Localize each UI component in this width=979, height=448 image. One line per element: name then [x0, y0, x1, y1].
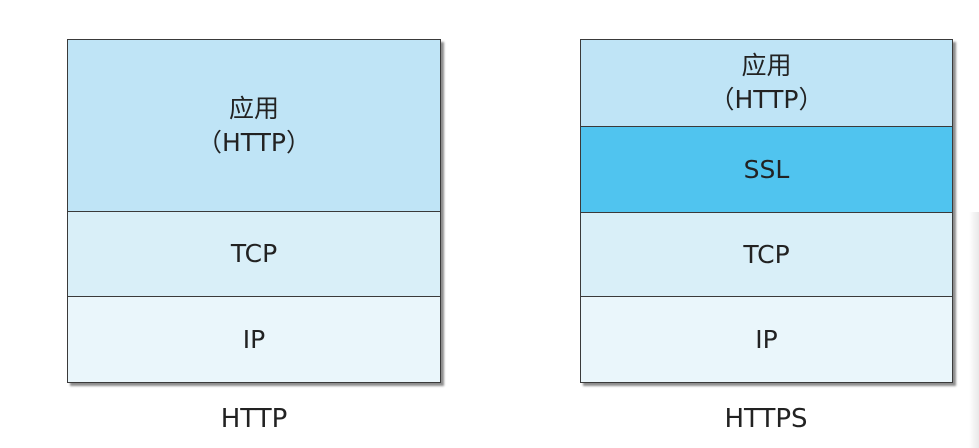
http-tcp-layer: TCP: [68, 211, 440, 296]
http-application-layer: 应用 （HTTP）: [68, 40, 440, 211]
http-application-layer-protocol: （HTTP）: [197, 127, 311, 157]
https-protocol-stack: 应用 （HTTP） SSL TCP IP: [580, 39, 953, 383]
http-protocol-stack: 应用 （HTTP） TCP IP: [67, 39, 441, 383]
page-edge-shadow: [969, 212, 979, 448]
http-stack-caption: HTTP: [220, 404, 288, 434]
http-ip-layer: IP: [68, 296, 440, 382]
https-tcp-layer-label: TCP: [743, 239, 790, 269]
https-tcp-layer: TCP: [581, 212, 952, 296]
https-application-layer-protocol: （HTTP）: [709, 85, 824, 114]
https-ssl-layer: SSL: [581, 126, 952, 212]
http-application-layer-label: 应用: [228, 93, 279, 123]
https-ssl-layer-label: SSL: [743, 154, 790, 184]
https-application-layer-label: 应用: [741, 51, 792, 80]
http-ip-layer-label: IP: [242, 324, 266, 354]
https-application-layer: 应用 （HTTP）: [581, 40, 952, 126]
http-tcp-layer-label: TCP: [230, 239, 278, 268]
https-ip-layer: IP: [581, 296, 952, 382]
https-ip-layer-label: IP: [755, 324, 778, 354]
https-stack-caption: HTTPS: [724, 404, 808, 434]
